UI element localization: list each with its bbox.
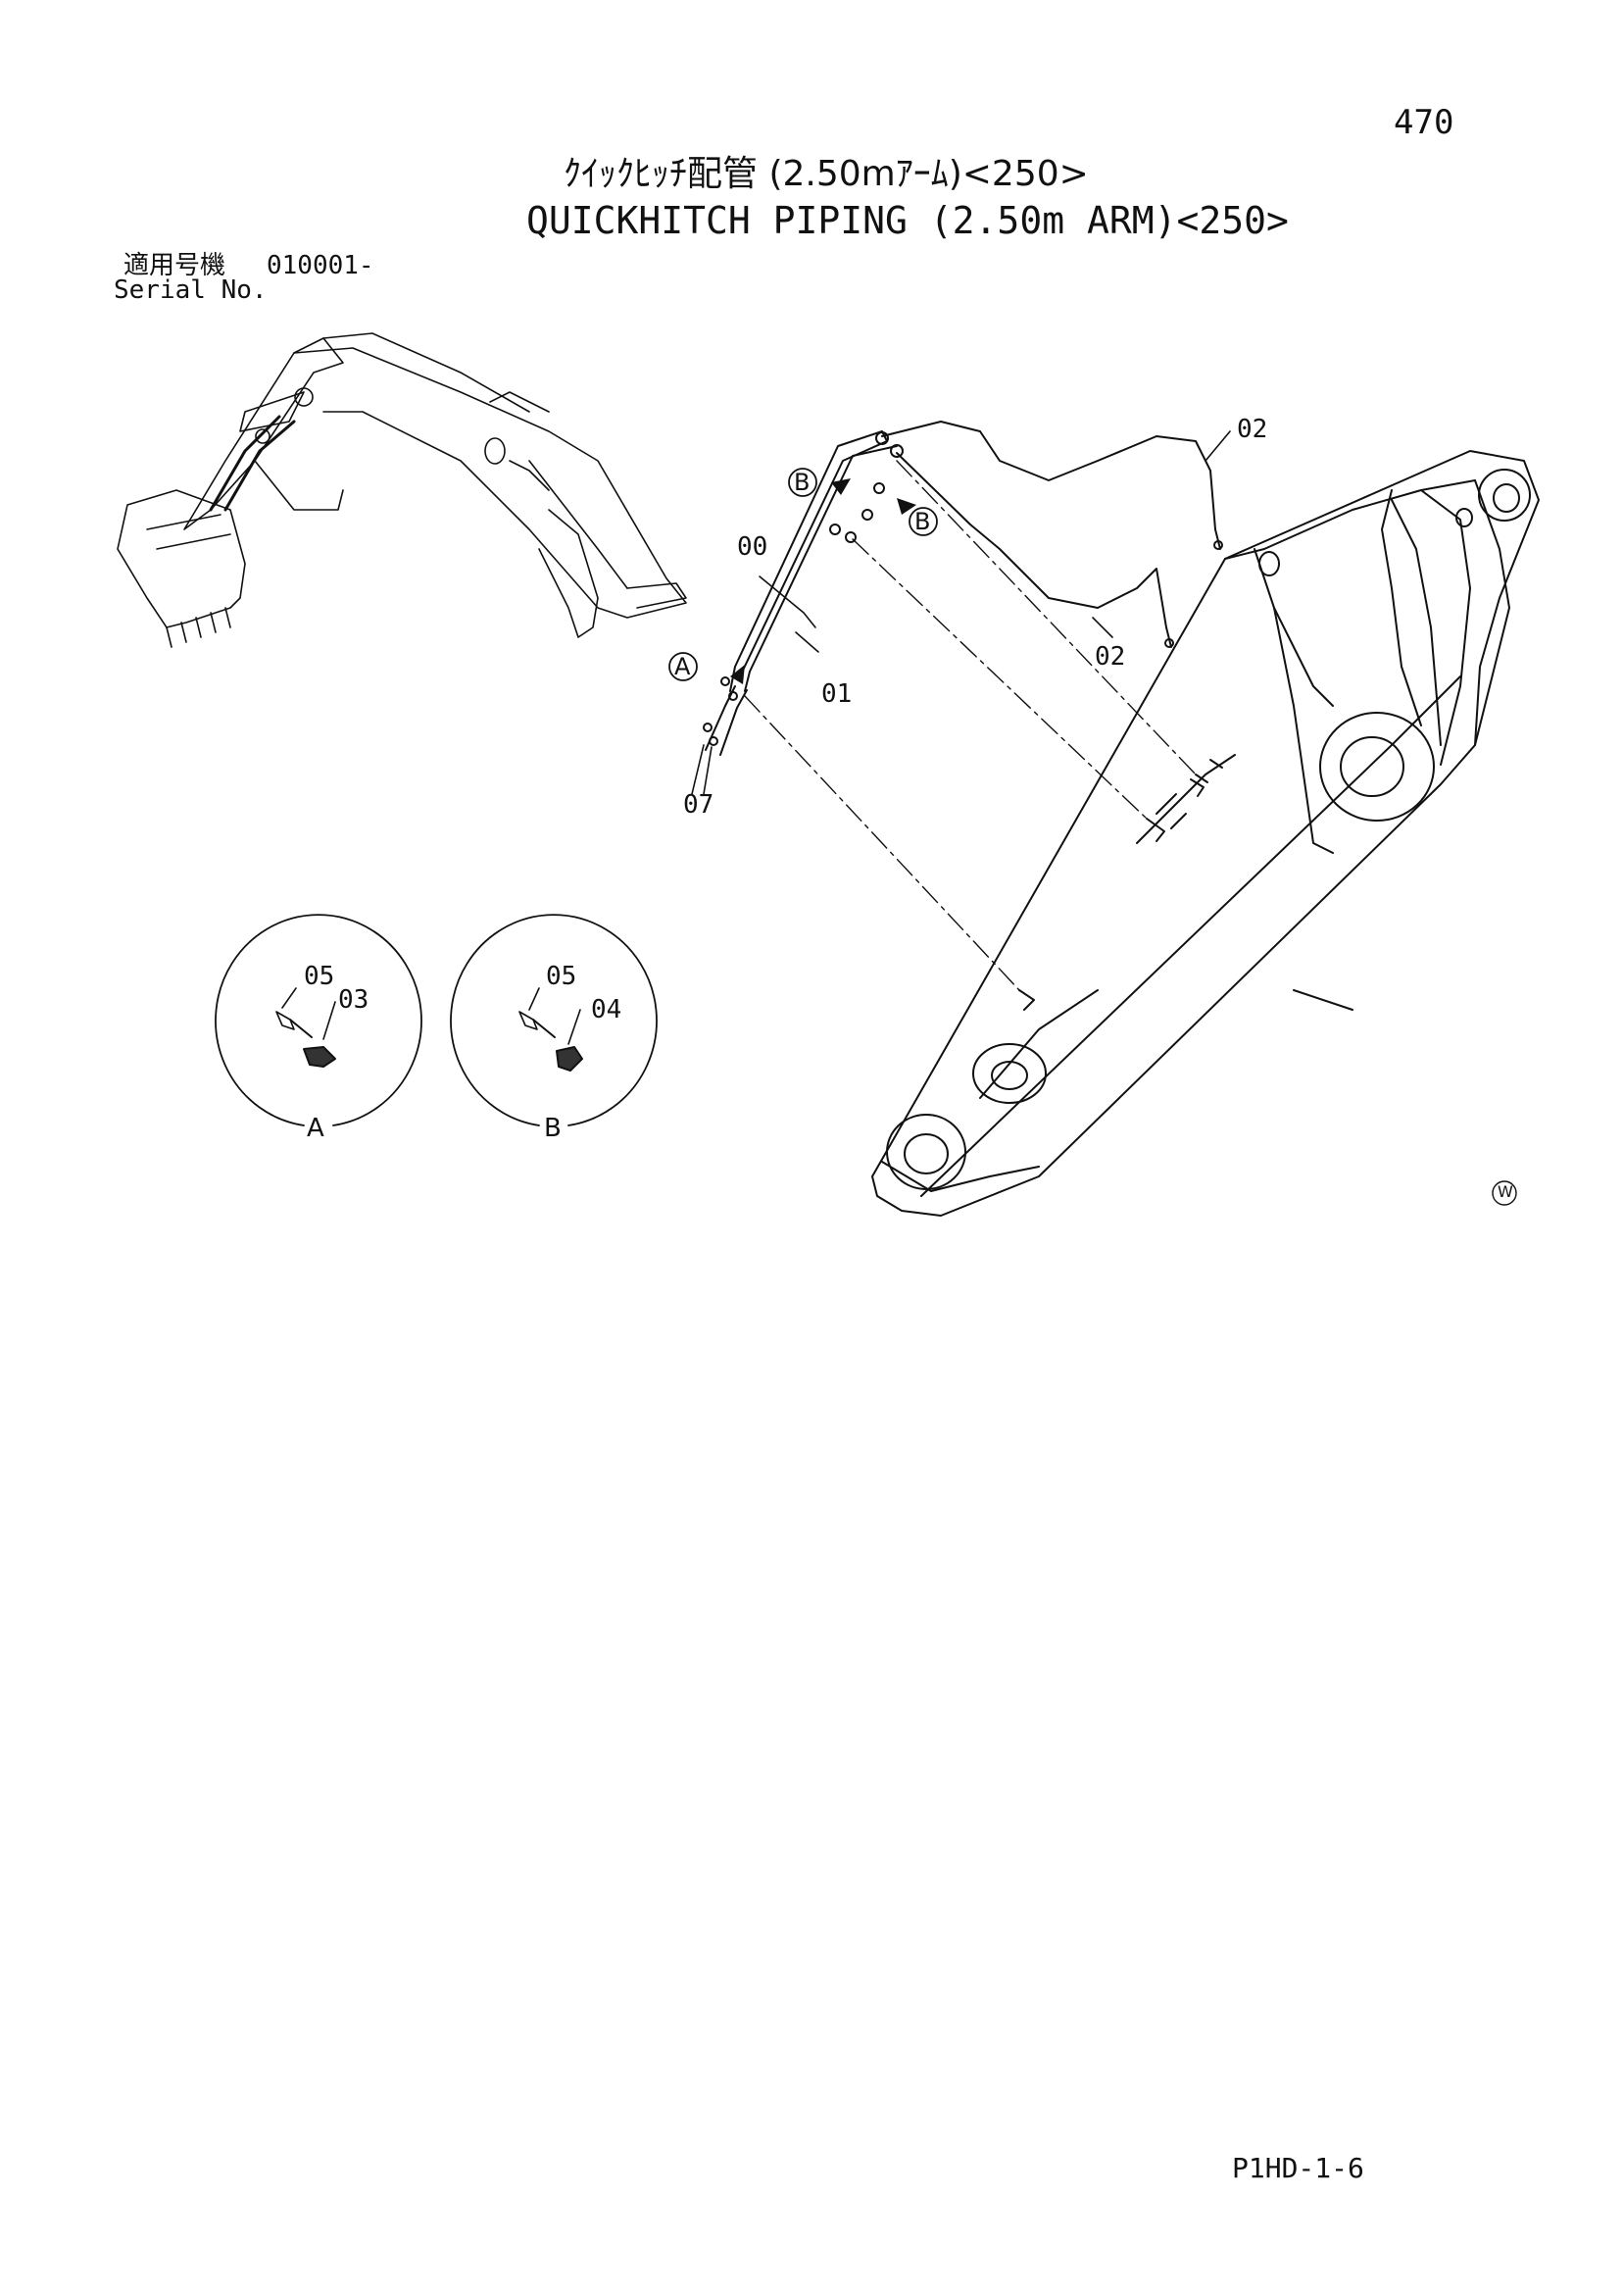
detail-view-b — [450, 914, 658, 1126]
callout-03: 03 — [338, 985, 369, 1015]
serial-label-japanese: 適用号機 — [123, 251, 226, 280]
reference-arm-illustration — [117, 332, 687, 648]
view-marker-b-lower: B — [914, 508, 931, 535]
title-english: QUICKHITCH PIPING (2.50m ARM)<250> — [526, 199, 1289, 242]
callout-01: 01 — [821, 679, 853, 709]
callout-04: 04 — [591, 995, 622, 1024]
serial-label-english: Serial No. — [114, 275, 268, 305]
main-arm-illustration — [871, 450, 1540, 1217]
view-marker-b-upper: B — [794, 469, 811, 496]
callout-05-detail-b: 05 — [546, 962, 577, 991]
view-marker-a: A — [674, 653, 691, 680]
projection-lines — [744, 460, 1197, 991]
callout-05-detail-a: 05 — [304, 962, 335, 991]
detail-label-a: A — [307, 1114, 324, 1143]
callout-02-lower: 02 — [1095, 642, 1126, 672]
callout-00: 00 — [737, 532, 768, 562]
stamp-w: W — [1498, 1182, 1513, 1201]
page-number: 470 — [1394, 103, 1454, 142]
callout-07: 07 — [683, 790, 714, 820]
callout-leaders — [281, 430, 1231, 1045]
callout-arrowheads — [730, 478, 916, 684]
footer-code: P1HD-1-6 — [1232, 2152, 1364, 2184]
serial-value: 010001- — [267, 251, 374, 280]
detail-label-b: B — [544, 1114, 562, 1143]
detail-view-a — [215, 914, 422, 1126]
callout-02-upper: 02 — [1237, 415, 1268, 444]
quickhitch-piping — [703, 421, 1223, 756]
view-marker-circles — [668, 468, 1517, 1206]
title-japanese: ｸｲｯｸﾋｯﾁ配管 (2.50mｱｰﾑ)<250> — [564, 154, 1089, 194]
